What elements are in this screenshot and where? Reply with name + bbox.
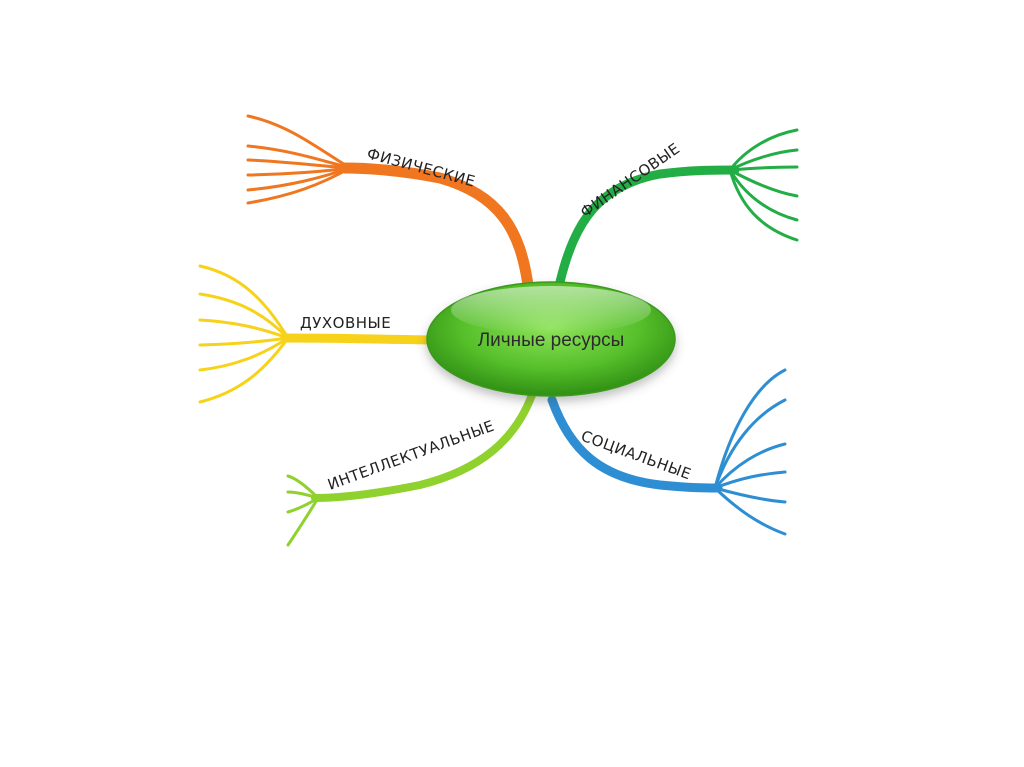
label-spiritual: ДУХОВНЫЕ xyxy=(300,314,391,332)
branch-social: СОЦИАЛЬНЫЕ xyxy=(547,368,787,536)
center-label: Личные ресурсы xyxy=(478,330,625,351)
branch-physical: ФИЗИЧЕСКИЕ xyxy=(246,114,534,291)
branch-intellectual: ИНТЕЛЛЕКТУАЛЬНЫЕ xyxy=(286,391,536,547)
center-node: Личные ресурсы xyxy=(426,281,676,397)
branch-financial: ФИНАНСОВЫЕ xyxy=(555,128,799,287)
branch-spiritual: ДУХОВНЫЕ xyxy=(198,264,435,404)
label-financial: ФИНАНСОВЫЕ xyxy=(577,139,683,221)
label-social: СОЦИАЛЬНЫЕ xyxy=(579,427,694,484)
label-intellectual: ИНТЕЛЛЕКТУАЛЬНЫЕ xyxy=(325,417,496,494)
